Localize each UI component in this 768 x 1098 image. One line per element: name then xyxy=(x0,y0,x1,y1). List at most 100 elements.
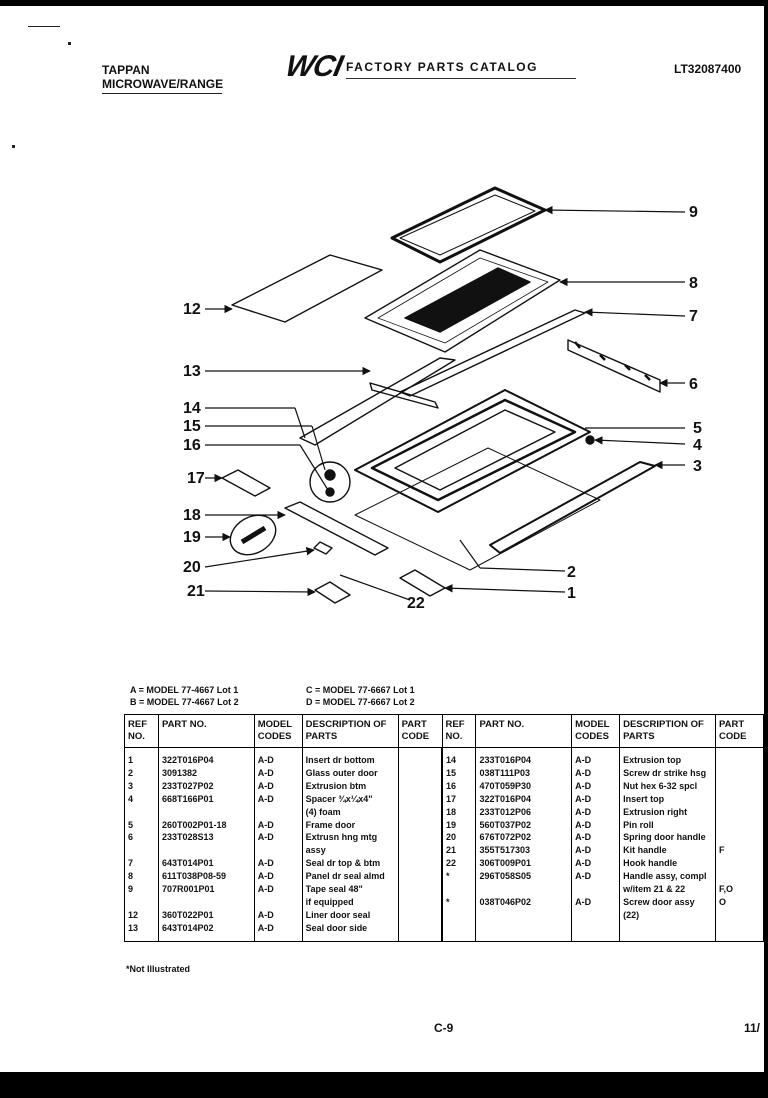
wci-logo: WCI xyxy=(282,50,345,83)
cell-description: Extrusn hng mtg xyxy=(301,831,399,845)
cell-model-codes: A-D xyxy=(253,921,303,942)
callout-2: 2 xyxy=(567,564,576,581)
model-a: A = MODEL 77-4667 Lot 1 xyxy=(130,685,239,695)
cell-description: Liner door seal xyxy=(301,908,399,922)
cell-ref-no: 4 xyxy=(124,792,159,806)
callout-3: 3 xyxy=(693,458,702,475)
cell-description: Tape seal 48" xyxy=(301,883,399,896)
cell-model-codes: A-D xyxy=(253,883,303,896)
cell-part-no: 296T058S05 xyxy=(475,870,573,884)
cell-model-codes xyxy=(253,895,303,909)
cell-part-no xyxy=(157,805,255,819)
callout-13: 13 xyxy=(183,363,201,380)
cell-part-no: 3091382 xyxy=(157,766,255,780)
cell-description: if equipped xyxy=(301,895,399,909)
page-number: C-9 xyxy=(434,1021,454,1035)
col-part: PART NO. xyxy=(157,714,255,748)
cell-model-codes: A-D xyxy=(571,792,621,806)
model-legend: A = MODEL 77-4667 Lot 1 C = MODEL 77-666… xyxy=(130,684,482,708)
bottom-border xyxy=(0,1072,768,1098)
cell-description: assy xyxy=(301,844,399,858)
col-model-2: MODEL CODES xyxy=(571,714,621,748)
cell-description: Seal dr top & btm xyxy=(301,857,399,871)
part-spacer xyxy=(585,435,595,445)
cell-part-no: 707R001P01 xyxy=(157,883,255,896)
cell-model-codes: A-D xyxy=(253,792,303,806)
parts-table: REF NO. PART NO. MODEL CODES DESCRIPTION… xyxy=(124,714,764,942)
cell-description: Handle assy, compl xyxy=(619,870,717,884)
cell-description xyxy=(619,921,717,942)
cell-description: Extrusion btm xyxy=(301,779,399,793)
callout-16: 16 xyxy=(183,437,201,454)
cell-ref-no: 6 xyxy=(124,831,159,845)
cell-ref-no: * xyxy=(441,895,477,909)
cell-ref-no xyxy=(124,895,159,909)
cell-part-no: 233T027P02 xyxy=(157,779,255,793)
cell-model-codes: A-D xyxy=(253,818,303,832)
cell-part-no: 643T014P01 xyxy=(157,857,255,871)
cell-model-codes: A-D xyxy=(571,747,621,767)
cell-model-codes: A-D xyxy=(571,779,621,793)
part-extrusion-right xyxy=(284,501,389,556)
scan-mark xyxy=(28,26,60,27)
cell-description: w/item 21 & 22 xyxy=(619,883,717,896)
cell-part-no: 470T059P30 xyxy=(475,779,573,793)
cell-part-code xyxy=(715,792,764,806)
date-fragment: 11/ xyxy=(744,1021,761,1035)
cell-model-codes xyxy=(571,921,621,942)
cell-part-code xyxy=(397,857,443,871)
cell-ref-no: 16 xyxy=(441,779,477,793)
cell-part-no xyxy=(475,921,573,942)
cell-model-codes: A-D xyxy=(571,831,621,845)
cell-part-code xyxy=(715,870,764,884)
col-model: MODEL CODES xyxy=(253,714,303,748)
cell-ref-no: * xyxy=(441,870,477,884)
cell-part-code xyxy=(397,870,443,884)
part-insert-bottom xyxy=(399,569,446,597)
cell-part-no xyxy=(475,883,573,896)
cell-ref-no xyxy=(124,805,159,819)
cell-description: Seal door side xyxy=(301,921,399,942)
cell-ref-no: 1 xyxy=(124,747,159,767)
cell-part-code xyxy=(397,883,443,896)
part-bar-13 xyxy=(369,382,439,409)
cell-ref-no: 5 xyxy=(124,818,159,832)
scan-mark xyxy=(12,145,15,148)
detail-screw-nut xyxy=(309,461,351,503)
cell-description: (4) foam xyxy=(301,805,399,819)
callout-17: 17 xyxy=(187,470,205,487)
cell-part-no: 038T046P02 xyxy=(475,895,573,909)
cell-part-no: 322T016P04 xyxy=(157,747,255,767)
cell-part-code xyxy=(715,908,764,922)
part-seal-gasket xyxy=(390,186,547,264)
cell-description: Spring door handle xyxy=(619,831,717,845)
part-hinge-extrusion xyxy=(567,339,661,393)
callout-5: 5 xyxy=(693,420,702,437)
cell-part-code xyxy=(715,805,764,819)
cell-part-code xyxy=(397,844,443,858)
callout-14: 14 xyxy=(183,400,201,417)
cell-ref-no xyxy=(441,883,477,896)
callout-19: 19 xyxy=(183,529,201,546)
callout-18: 18 xyxy=(183,507,201,524)
callout-20: 20 xyxy=(183,559,201,576)
cell-ref-no: 22 xyxy=(441,857,477,871)
cell-ref-no: 3 xyxy=(124,779,159,793)
cell-model-codes: A-D xyxy=(571,805,621,819)
cell-model-codes: A-D xyxy=(571,818,621,832)
cell-part-no: 611T038P08-59 xyxy=(157,870,255,884)
cell-ref-no: 21 xyxy=(441,844,477,858)
cell-part-no: 233T028S13 xyxy=(157,831,255,845)
cell-part-no xyxy=(157,844,255,858)
cell-part-code xyxy=(397,895,443,909)
cell-ref-no: 17 xyxy=(441,792,477,806)
cell-description: Pin roll xyxy=(619,818,717,832)
col-desc: DESCRIPTION OF PARTS xyxy=(301,714,399,748)
